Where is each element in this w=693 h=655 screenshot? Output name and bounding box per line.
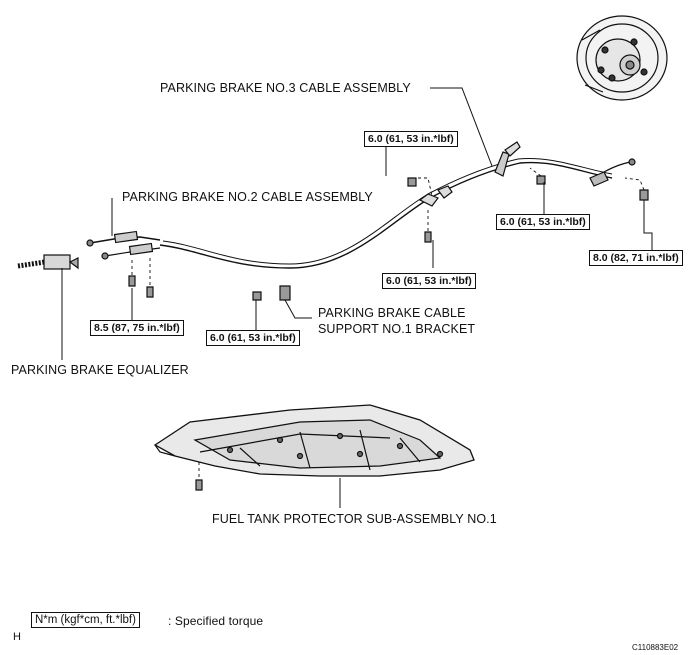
- equalizer-label: PARKING BRAKE EQUALIZER: [11, 363, 189, 377]
- corner-letter: H: [13, 631, 22, 643]
- torque-spec-box: 6.0 (61, 53 in.*lbf): [364, 131, 458, 147]
- bolts: [128, 175, 649, 491]
- brake-disc-hub: [576, 15, 668, 101]
- leader-lines: [61, 87, 653, 508]
- torque-spec-box: 8.5 (87, 75 in.*lbf): [90, 320, 184, 336]
- fuel-tank-protector-label: FUEL TANK PROTECTOR SUB-ASSEMBLY NO.1: [212, 512, 497, 526]
- torque-spec-box: 6.0 (61, 53 in.*lbf): [206, 330, 300, 346]
- fuel-tank-protector: [153, 404, 475, 477]
- no2-cable-label: PARKING BRAKE NO.2 CABLE ASSEMBLY: [122, 190, 373, 204]
- parking-brake-equalizer: [17, 254, 79, 270]
- no3-cable: [159, 141, 636, 269]
- alignment-lines: [131, 167, 645, 480]
- torque-spec-box: 6.0 (61, 53 in.*lbf): [496, 214, 590, 230]
- bracket-label-line1: PARKING BRAKE CABLE: [318, 306, 466, 320]
- legend-torque-box: N*m (kgf*cm, ft.*lbf): [31, 612, 140, 628]
- figure-id: C110883E02: [632, 643, 679, 652]
- no2-cable: [86, 230, 161, 260]
- bracket-label-line2: SUPPORT NO.1 BRACKET: [318, 322, 476, 336]
- torque-spec-box: 6.0 (61, 53 in.*lbf): [382, 273, 476, 289]
- torque-spec-box: 8.0 (82, 71 in.*lbf): [589, 250, 683, 266]
- legend-description: : Specified torque: [168, 614, 264, 628]
- no3-cable-label: PARKING BRAKE NO.3 CABLE ASSEMBLY: [160, 81, 411, 95]
